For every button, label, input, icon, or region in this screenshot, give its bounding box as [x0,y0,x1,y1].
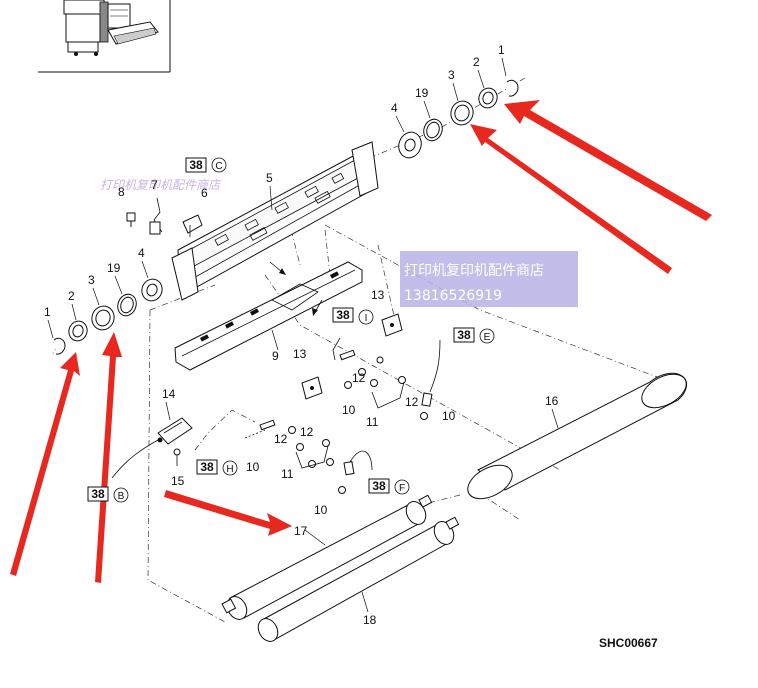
red-arrow-lower-left-1 [10,352,80,576]
callout-2-upper: 2 [473,55,480,69]
bearing-stack-upper [398,79,519,159]
bearing-stack-lower [53,278,163,355]
printer-thumbnail [38,0,171,73]
red-arrow-middle [164,490,292,536]
ref-38-c-letter: C [215,161,222,172]
fuser-frame-part-5 [171,141,379,301]
ref-38-c: 38 C [185,157,227,173]
callout-14: 14 [162,387,176,401]
callout-10-b: 10 [442,409,456,423]
ref-38-i: 38 I [332,307,374,325]
ref-38-e-number: 38 [457,328,471,342]
roller-part-17 [221,494,433,620]
ref-38-e: 38 E [453,327,495,344]
callout-6: 6 [201,186,208,200]
callout-numbers: 1 2 3 19 4 1 2 3 19 4 5 6 7 8 9 13 13 12… [44,43,559,627]
watermark-box: 打印机复印机配件商店 13816526919 [400,251,578,307]
callout-8: 8 [118,185,125,199]
ref-38-i-number: 38 [336,308,350,322]
red-arrow-upper-right-2 [470,124,672,274]
ref-38-i-letter: I [365,313,368,324]
ref-38-f-letter: F [399,483,405,494]
callout-13-upper: 13 [371,288,385,302]
ref-38-b-letter: B [118,491,125,502]
ref-38-b-number: 38 [91,487,105,501]
callout-19-lower: 19 [107,261,121,275]
callout-2-lower: 2 [68,289,75,303]
callout-4-upper: 4 [391,101,398,115]
ref-38-c-number: 38 [189,158,203,172]
callout-4-lower: 4 [138,246,145,260]
callout-7: 7 [151,178,158,192]
callout-18: 18 [363,613,377,627]
assembly-arrows [269,261,323,316]
fuser-belt-part-16 [467,372,688,500]
watermark-overlay: 打印机复印机配件商店 [100,178,222,192]
callout-16: 16 [545,394,559,408]
callout-3-lower: 3 [88,273,95,287]
thermostat-parts-13 [301,313,403,400]
ref-38-f: 38 F [368,478,410,495]
callout-3-upper: 3 [448,68,455,82]
callout-5: 5 [266,171,273,185]
callout-10-a: 10 [342,403,356,417]
small-parts-6-7-8 [126,197,203,237]
drawing-code: SHC00667 [599,636,658,650]
callout-11-a: 11 [366,415,379,429]
callout-12-a: 12 [352,371,366,385]
watermark-line-2: 13816526919 [404,288,502,304]
ref-38-b: 38 B [87,486,129,503]
connector-part-14-15 [111,417,193,479]
callout-12-b: 12 [405,395,419,409]
callout-13-lower: 13 [293,347,307,361]
ref-38-e-letter: E [484,332,491,343]
roller-part-18 [257,516,460,642]
callout-10-d: 10 [314,503,328,517]
ref-38-h-letter: H [226,464,233,475]
guide-plate-part-9 [174,261,363,371]
callout-10-c: 10 [246,460,260,474]
callout-19-upper: 19 [415,86,429,100]
callout-17: 17 [294,524,308,538]
ref-38-h-number: 38 [200,460,214,474]
ref-38-h: 38 H [196,459,238,476]
callout-11-b: 11 [281,467,294,481]
callout-12-c: 12 [274,432,288,446]
red-arrow-upper-right-1 [504,100,712,221]
fasteners-10-11-12 [244,337,441,494]
callout-12-d: 12 [300,425,314,439]
red-arrow-lower-left-2 [95,332,122,583]
callout-1-upper: 1 [498,43,505,57]
callout-9: 9 [272,349,279,363]
watermark-line-1: 打印机复印机配件商店 [404,262,544,279]
callout-15: 15 [171,474,185,488]
callout-ticks [47,57,559,613]
ref-38-f-number: 38 [372,479,386,493]
callout-1-lower: 1 [44,305,51,319]
